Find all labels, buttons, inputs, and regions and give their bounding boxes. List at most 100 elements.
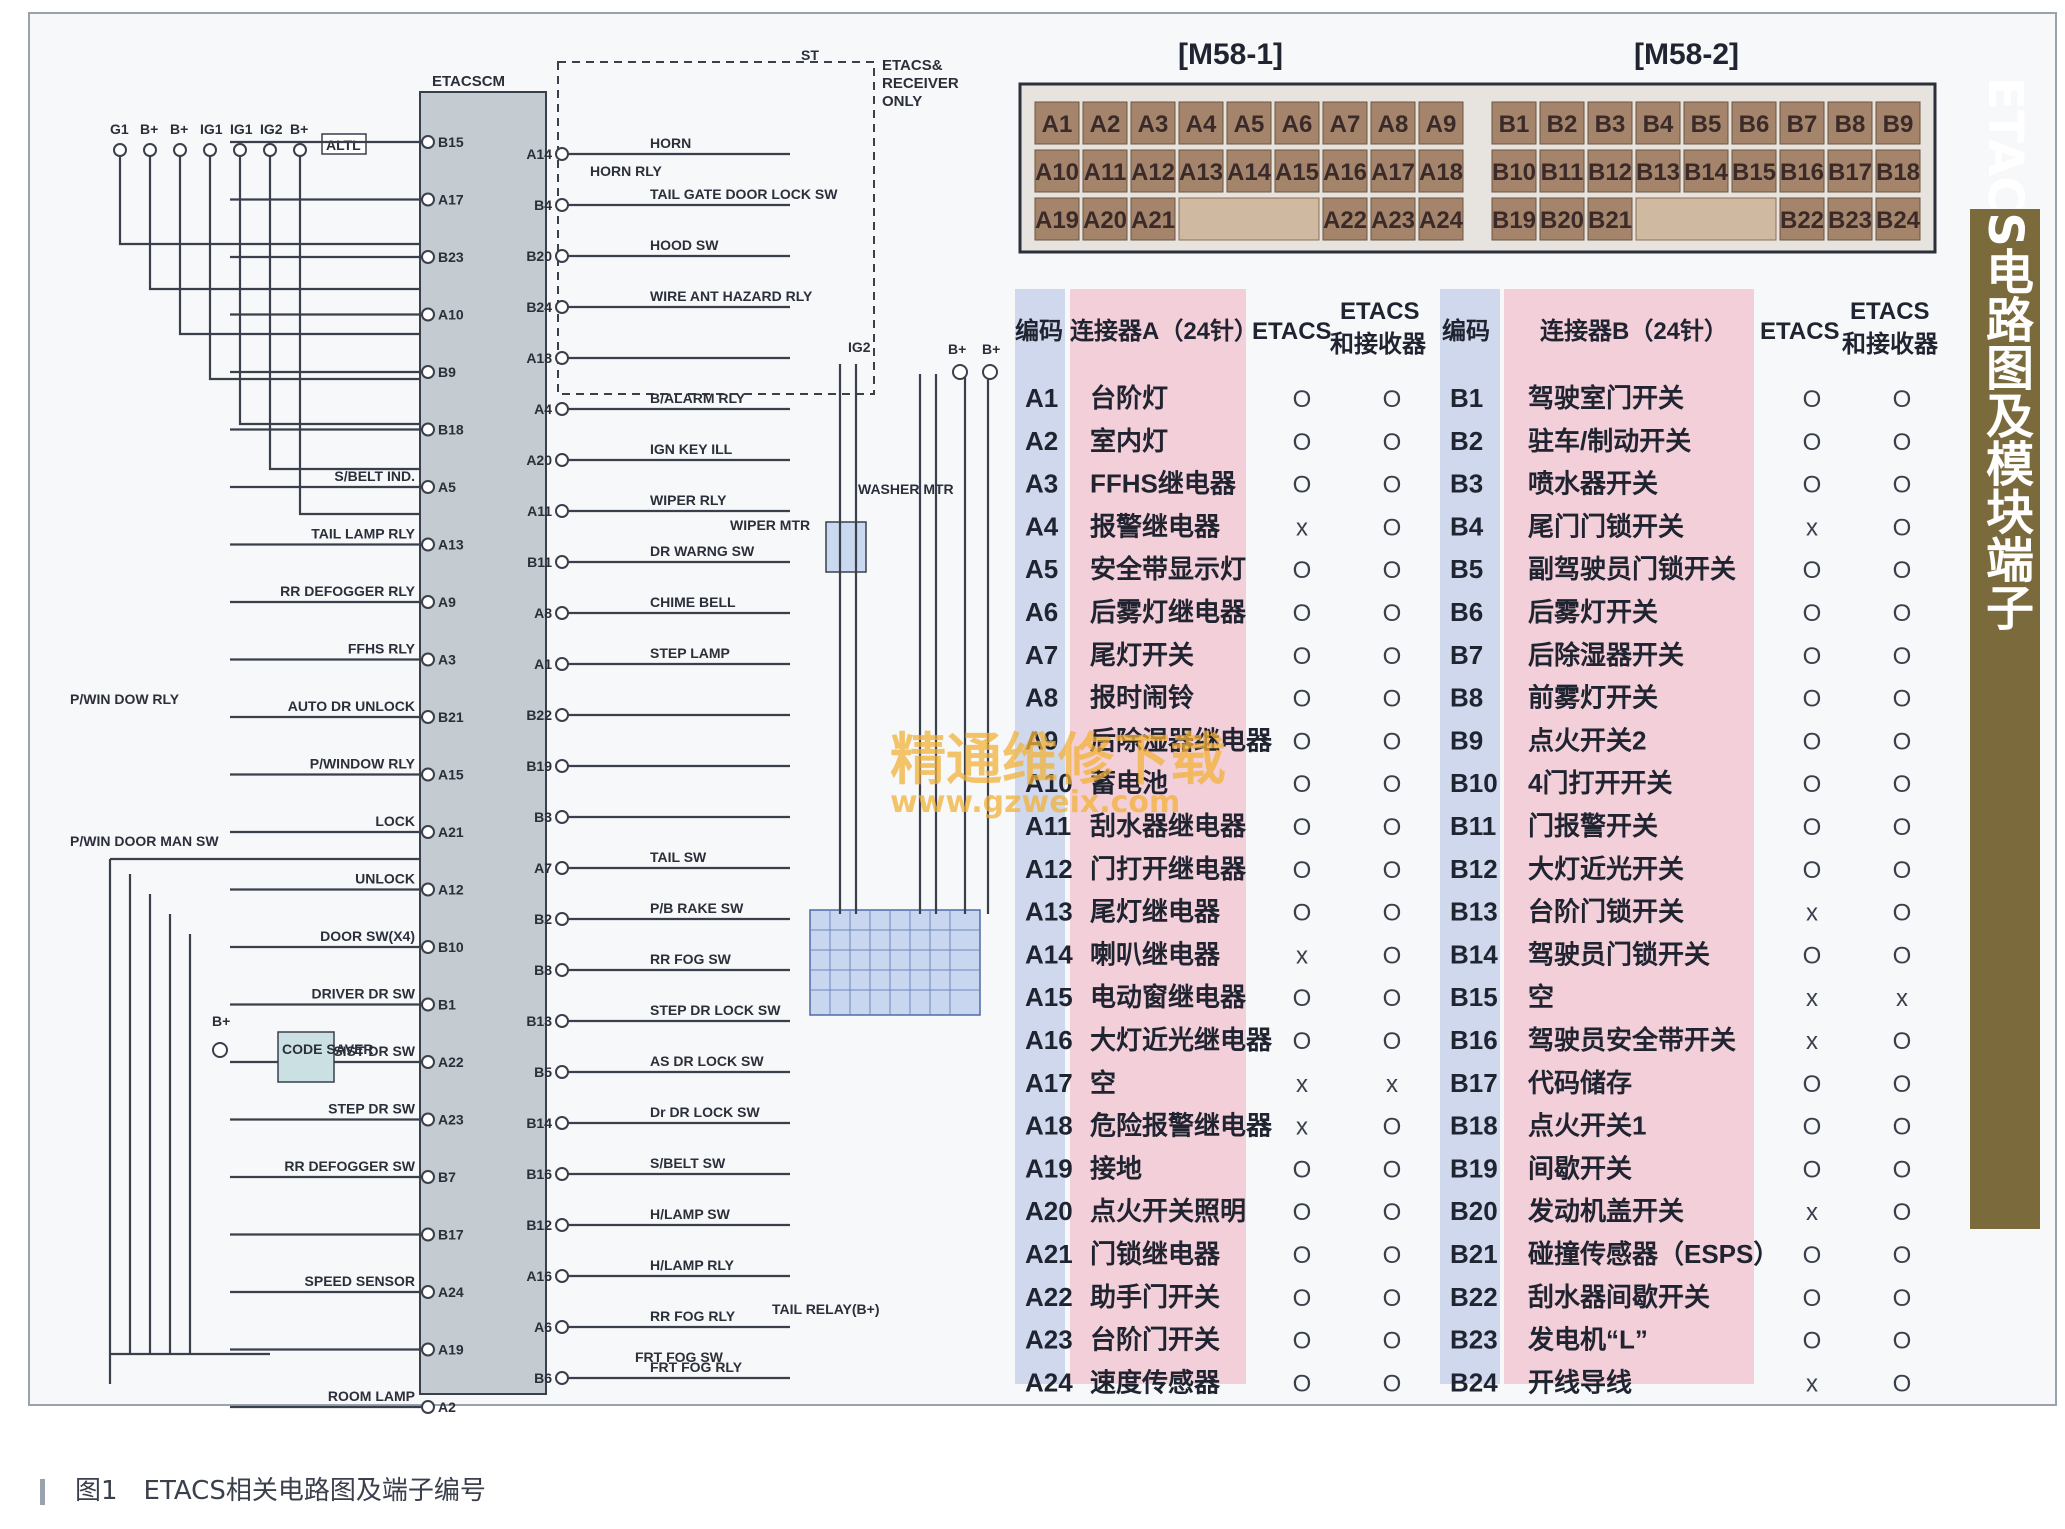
right-pin-node-9 [555,606,569,620]
right-pin-15: B2 [534,911,552,927]
right-pin-node-1 [555,198,569,212]
caption-bar [40,1478,45,1505]
right-pin-0: A14 [526,146,552,162]
right-pin-19: B14 [526,1115,552,1131]
supply-label-5: IG2 [260,121,283,137]
supply-label-3: IG1 [200,121,223,137]
left-pin-node-17 [421,1112,435,1127]
supply-wire-2 [178,156,420,336]
module-label: ETACSCM [432,73,505,90]
right-pin-node-16 [555,963,569,977]
left-pin-node-7 [421,537,435,552]
right-pin-node-2 [555,249,569,263]
left-pin-node-13 [421,882,435,897]
pwin-door-man-sw-label: P/WIN DOOR MAN SW [70,833,219,849]
receiver-note-1: ETACS& [882,57,943,74]
supply-label-4: IG1 [230,121,253,137]
right-pin-label-17: STEP DR LOCK SW [650,1002,781,1018]
left-pin-5: B18 [438,422,464,438]
left-pin-7: A13 [438,537,464,553]
right-pin-label-18: AS DR LOCK SW [650,1053,764,1069]
right-pin-node-4 [555,351,569,365]
right-pin-node-15 [555,912,569,926]
right-pin-node-20 [555,1167,569,1181]
receiver-note-3: ONLY [882,93,922,110]
right-pin-node-12 [555,759,569,773]
supply-wire-5 [268,156,420,471]
right-pin-10: A1 [534,656,552,672]
washer-mtr-label: WASHER MTR [858,481,954,497]
altl-label: ALTL [326,137,361,153]
left-pin-6: A5 [438,479,456,495]
right-pin-1: B4 [534,197,552,213]
right-pin-label-22: H/LAMP RLY [650,1257,735,1273]
supply-label-2: B+ [170,121,188,137]
left-pin-20: A24 [438,1284,464,1300]
code-saver-label: CODE SAVER [282,1041,374,1057]
right-pin-label-8: DR WARNG SW [650,543,755,559]
right-pin-16: B8 [534,962,552,978]
left-pin-19: B17 [438,1227,464,1243]
left-pin-label-7: TAIL LAMP RLY [311,526,415,542]
supply-label-1: B+ [140,121,158,137]
left-pin-node-6 [421,480,435,494]
bplus-label-r2: B+ [982,341,1000,357]
left-pin-8: A9 [438,594,456,610]
right-pin-node-23 [555,1320,569,1334]
left-pin-9: A3 [438,652,456,668]
left-pin-label-10: AUTO DR UNLOCK [288,698,415,714]
left-pin-label-17: STEP DR SW [328,1101,416,1117]
left-pin-label-15: DRIVER DR SW [312,986,416,1002]
left-pin-15: B1 [438,997,456,1013]
supply-wire-6 [298,156,420,516]
supply-terminal-2 [173,143,187,157]
left-pin-label-8: RR DEFOGGER RLY [280,583,415,599]
left-pin-node-4 [421,365,435,379]
left-pin-label-13: UNLOCK [355,871,415,887]
bplus-label-r1: B+ [948,341,966,357]
right-pin-label-20: S/BELT SW [650,1155,726,1171]
right-pin-label-0: HORN [650,135,691,151]
code-saver-box [277,1031,335,1083]
right-pin-18: B5 [534,1064,552,1080]
left-pin-node-18 [421,1170,435,1184]
right-pin-label-19: Dr DR LOCK SW [650,1104,760,1120]
wiper-mtr-label: WIPER MTR [730,517,810,533]
right-pin-node-5 [555,402,569,416]
left-pin-node-14 [421,940,435,954]
right-pin-node-17 [555,1014,569,1028]
bplus-terminal-r2 [982,364,998,380]
left-pin-21: A19 [438,1342,464,1358]
right-pin-5: A4 [534,401,552,417]
supply-wire-0 [118,156,420,246]
left-pin-node-0 [421,135,435,149]
left-pin-label-11: P/WINDOW RLY [310,756,416,772]
left-pin-16: A22 [438,1054,464,1070]
left-pin-0: B15 [438,134,464,150]
frt-fog-sw-label: FRT FOG SW [635,1349,724,1365]
supply-label-0: G1 [110,121,129,137]
right-pin-label-7: WIPER RLY [650,492,727,508]
left-pin-node-15 [421,997,435,1012]
left-pin-node-2 [421,250,435,264]
horn-rly-label: HORN RLY [590,163,662,179]
left-pin-label-18: RR DEFOGGER SW [284,1158,415,1174]
pwin-relay-label: P/WIN DOW RLY [70,691,180,707]
left-pin-node-22 [421,1400,435,1414]
left-pin-label-20: SPEED SENSOR [305,1273,415,1289]
right-pin-3: B24 [526,299,552,315]
supply-terminal-6 [293,143,307,157]
right-pin-node-7 [555,504,569,518]
supply-terminal-5 [263,143,277,157]
left-bplus-label: B+ [212,1013,230,1029]
ig2-label: IG2 [848,339,871,355]
supply-wire-1 [148,156,420,291]
right-pin-node-14 [555,861,569,875]
right-pin-label-9: CHIME BELL [650,594,736,610]
right-pin-node-22 [555,1269,569,1283]
left-pin-11: A15 [438,767,464,783]
supply-terminal-1 [143,143,157,157]
left-pin-node-21 [421,1342,435,1357]
